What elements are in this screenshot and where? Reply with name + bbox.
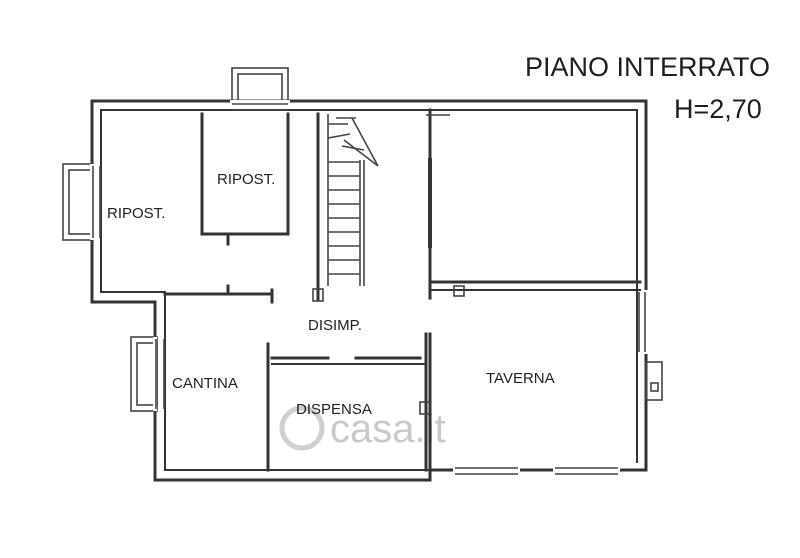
room-label-taverna: TAVERNA	[486, 370, 555, 387]
window-top	[230, 67, 290, 111]
room-label-cantina: CANTINA	[172, 375, 238, 392]
interior-walls	[163, 108, 642, 472]
room-label-ripost-top: RIPOST.	[217, 171, 275, 188]
window-right-taverna	[638, 290, 663, 401]
room-label-disimp: DISIMP.	[308, 317, 362, 334]
window-left-top	[62, 163, 101, 241]
window-bottom-taverna	[453, 467, 620, 475]
room-label-dispensa: DISPENSA	[296, 401, 372, 418]
stair-post	[312, 288, 324, 302]
plan-title: PIANO INTERRATO	[525, 52, 770, 82]
room-label-ripost-left: RIPOST.	[107, 205, 165, 222]
staircase	[327, 114, 379, 286]
window-left-cantina	[130, 336, 165, 412]
plan-height: H=2,70	[674, 94, 762, 124]
taverna-pillar	[453, 285, 465, 297]
outer-wall	[90, 99, 648, 482]
watermark-logo-icon	[279, 405, 325, 451]
